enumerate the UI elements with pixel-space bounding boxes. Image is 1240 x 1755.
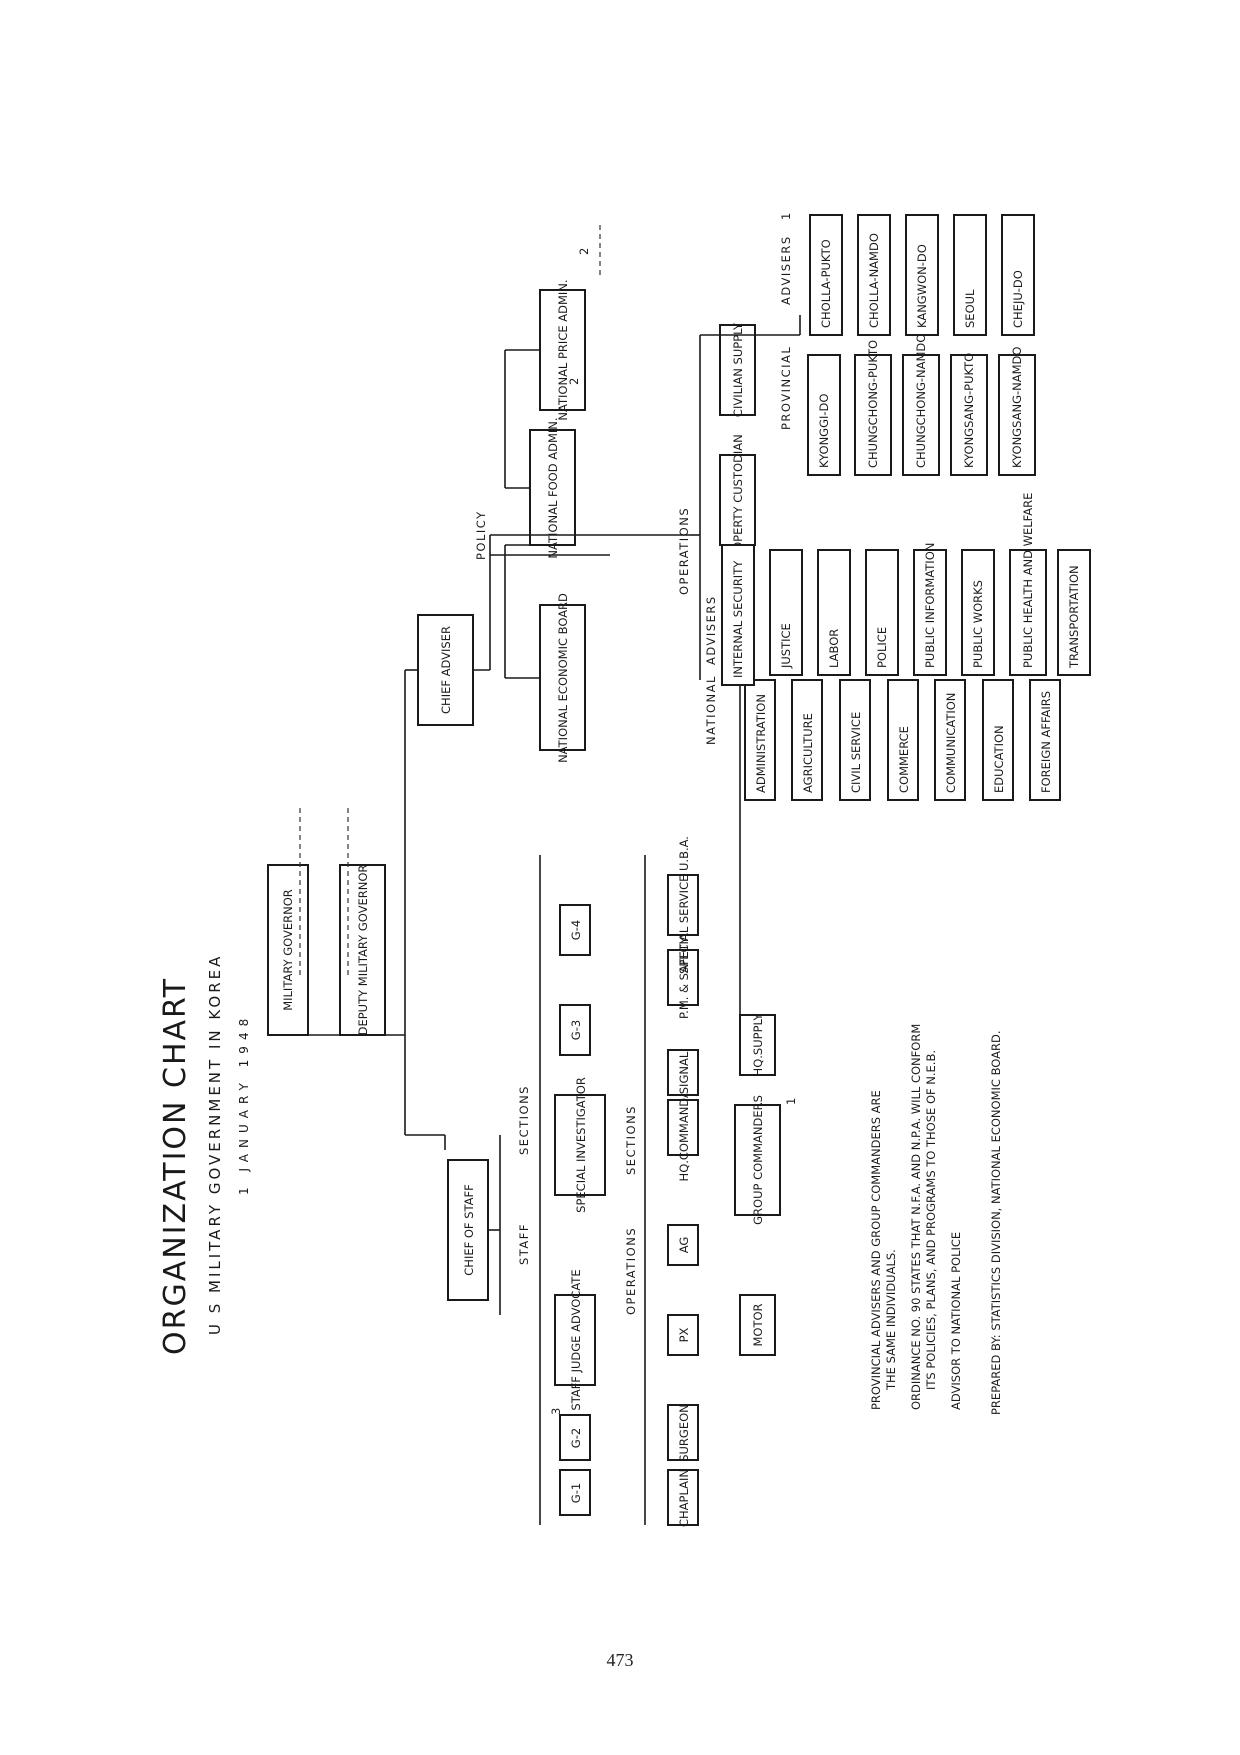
footnote-mark-3a: 3 (549, 1408, 563, 1415)
advisers-label-2: ADVISERS (779, 235, 793, 305)
svg-text:FOREIGN AFFAIRS: FOREIGN AFFAIRS (1039, 691, 1053, 793)
svg-text:PX: PX (677, 1327, 691, 1342)
property-custodian-label: PROPERTY CUSTODIAN (731, 434, 745, 566)
svg-text:SPECIAL SERVICE U.B.A.: SPECIAL SERVICE U.B.A. (677, 836, 691, 974)
national-left-column: ADMINISTRATION AGRICULTURE CIVIL SERVICE… (744, 679, 1061, 801)
svg-text:P.M. & SAFETY: P.M. & SAFETY (677, 936, 691, 1019)
svg-text:G-1: G-1 (569, 1483, 583, 1503)
svg-text:COMMUNICATION: COMMUNICATION (944, 693, 958, 793)
national-economic-board-label: NATIONAL ECONOMIC BOARD (556, 593, 570, 763)
footnote-mark-1a: 1 (779, 213, 793, 220)
svg-text:MOTOR: MOTOR (751, 1303, 765, 1346)
national-food-admin-label: NATIONAL FOOD ADMIN. (546, 417, 560, 558)
svg-text:COMMERCE: COMMERCE (897, 726, 911, 793)
svg-text:AG: AG (677, 1237, 691, 1254)
svg-text:KYONGSANG-NAMDO: KYONGSANG-NAMDO (1010, 347, 1024, 468)
svg-text:G-2: G-2 (569, 1428, 583, 1448)
svg-text:PUBLIC INFORMATION: PUBLIC INFORMATION (923, 543, 937, 668)
svg-text:AGRICULTURE: AGRICULTURE (801, 713, 815, 793)
chief-of-staff-label: CHIEF OF STAFF (462, 1184, 476, 1275)
svg-text:ADMINISTRATION: ADMINISTRATION (754, 694, 768, 793)
policy-label: POLICY (474, 510, 488, 560)
provinces-left-column: KYONGGI-DO CHUNGCHONG-PUKTO CHUNGCHONG-N… (807, 334, 1036, 476)
footnote-3-line1: ADVISOR TO NATIONAL POLICE (949, 1232, 963, 1410)
staff-label: STAFF (517, 1223, 531, 1265)
footnote-mark-1b: 1 (784, 1098, 798, 1105)
provinces-right-column: CHOLLA-PUKTO CHOLLA-NAMDO KANGWON-DO SEO… (809, 214, 1035, 336)
prepared-by: PREPARED BY: STATISTICS DIVISION, NATION… (989, 1031, 1003, 1415)
operations-label-2: OPERATIONS (624, 1227, 638, 1315)
svg-text:CHOLLA-NAMDO: CHOLLA-NAMDO (867, 233, 881, 328)
footnote-mark-2b: 2 (577, 248, 591, 255)
svg-text:LABOR: LABOR (827, 629, 841, 668)
svg-text:KYONGGI-DO: KYONGGI-DO (817, 394, 831, 468)
chief-adviser-label: CHIEF ADVISER (439, 626, 453, 714)
footnotes: PROVINCIAL ADVISERS AND GROUP COMMANDERS… (869, 1024, 963, 1410)
national-right-column: INTERNAL SECURITY JUSTICE LABOR POLICE P… (721, 493, 1091, 686)
page-number: 473 (606, 1650, 634, 1670)
svg-text:CHUNGCHONG-NAMDO: CHUNGCHONG-NAMDO (914, 334, 928, 468)
chart-subtitle: U S MILITARY GOVERNMENT IN KOREA (206, 954, 224, 1335)
svg-text:JUSTICE: JUSTICE (779, 623, 793, 669)
svg-text:PUBLIC WORKS: PUBLIC WORKS (971, 580, 985, 668)
svg-text:GROUP COMMANDERS: GROUP COMMANDERS (751, 1095, 765, 1225)
operations-bottom-row: MOTOR GROUP COMMANDERS HQ.SUPPLY (734, 1013, 781, 1356)
staff-sections: G-1 G-2 STAFF JUDGE ADVOCATE SPECIAL INV… (554, 904, 606, 1516)
svg-text:KANGWON-DO: KANGWON-DO (915, 244, 929, 328)
svg-text:KYONGSANG-PUKTO: KYONGSANG-PUKTO (962, 353, 976, 468)
sections-label-1: SECTIONS (517, 1085, 531, 1155)
footnote-2-line2: ITS POLICIES, PLANS, AND PROGRAMS TO THO… (924, 1050, 938, 1390)
svg-text:POLICE: POLICE (875, 627, 889, 668)
footnote-1-line1: PROVINCIAL ADVISERS AND GROUP COMMANDERS… (869, 1090, 883, 1410)
advisers-label: ADVISERS (704, 595, 718, 665)
svg-text:SURGEON: SURGEON (677, 1404, 691, 1462)
svg-text:CHUNGCHONG-PUKTO: CHUNGCHONG-PUKTO (866, 340, 880, 468)
footnote-mark-2a: 2 (567, 378, 581, 385)
operations-label: OPERATIONS (677, 507, 691, 595)
svg-text:HQ.COMMANDANT: HQ.COMMANDANT (677, 1074, 691, 1182)
chart-date: 1 JANUARY 1948 (237, 1013, 251, 1195)
civilian-supply-box (719, 324, 756, 416)
national-label: NATIONAL (704, 675, 718, 745)
svg-text:EDUCATION: EDUCATION (992, 725, 1006, 793)
governor-label: MILITARY GOVERNOR (281, 889, 295, 1011)
svg-text:CHEJU-DO: CHEJU-DO (1011, 270, 1025, 328)
svg-text:STAFF JUDGE ADVOCATE: STAFF JUDGE ADVOCATE (569, 1269, 583, 1410)
svg-text:SIGNAL: SIGNAL (677, 1051, 691, 1094)
svg-text:TRANSPORTATION: TRANSPORTATION (1067, 565, 1081, 669)
svg-text:G-3: G-3 (569, 1020, 583, 1040)
svg-text:CHOLLA-PUKTO: CHOLLA-PUKTO (819, 239, 833, 328)
governor-box (267, 864, 309, 1036)
svg-text:INTERNAL SECURITY: INTERNAL SECURITY (731, 560, 745, 678)
deputy-label: DEPUTY MILITARY GOVERNOR (356, 865, 370, 1036)
footnote-2-line1: ORDINANCE NO. 90 STATES THAT N.F.A. AND … (909, 1024, 923, 1410)
svg-text:PUBLIC HEALTH AND WELFARE: PUBLIC HEALTH AND WELFARE (1021, 493, 1035, 668)
svg-text:SPECIAL INVESTIGATOR: SPECIAL INVESTIGATOR (574, 1077, 588, 1213)
svg-text:CIVIL SERVICE: CIVIL SERVICE (849, 712, 863, 793)
provincial-label: PROVINCIAL (779, 346, 793, 430)
chart-title: ORGANIZATION CHART (158, 977, 193, 1355)
civilian-supply-label: CIVILIAN SUPPLY (731, 322, 745, 417)
svg-text:G-4: G-4 (569, 920, 583, 940)
svg-text:HQ.SUPPLY: HQ.SUPPLY (751, 1013, 765, 1077)
footnote-1-line2: THE SAME INDIVIDUALS. (884, 1249, 898, 1391)
svg-text:SEOUL: SEOUL (963, 289, 977, 328)
svg-text:CHAPLAIN: CHAPLAIN (677, 1469, 691, 1527)
operations-top-row: CHAPLAIN SURGEON PX AG HQ.COMMANDANT SIG… (667, 836, 699, 1527)
national-price-admin-label: NATIONAL PRICE ADMIN. (556, 279, 570, 420)
sections-label-2: SECTIONS (624, 1105, 638, 1175)
deputy-box (339, 864, 386, 1036)
